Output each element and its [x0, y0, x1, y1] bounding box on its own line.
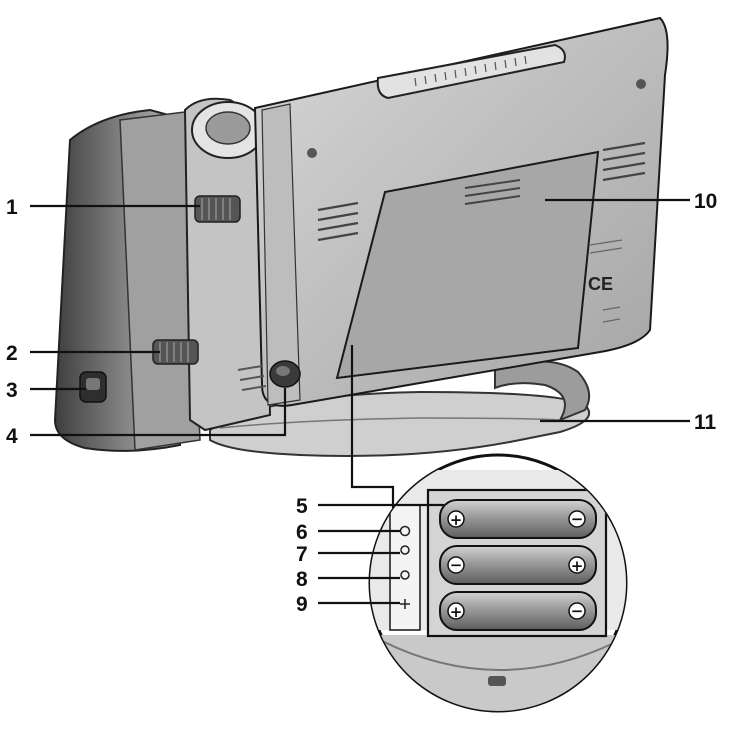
projector-arm — [183, 97, 272, 432]
polarity-sign: + — [571, 557, 584, 575]
vent-slots — [602, 141, 646, 182]
callout-10: 10 — [694, 190, 717, 213]
stand-base — [209, 360, 591, 457]
callout-9: 9 — [296, 593, 308, 616]
callout-8: 8 — [296, 568, 308, 591]
callout-1: 1 — [6, 196, 18, 219]
battery-compartment-detail — [368, 453, 628, 713]
slide-switch — [79, 371, 107, 403]
battery-icon: + − — [439, 499, 597, 539]
leader-lines — [30, 198, 690, 605]
vent-slots — [317, 201, 359, 242]
callout-4: 4 — [6, 425, 18, 448]
battery-icon: + − — [439, 591, 597, 631]
battery-icon: − + — [439, 545, 597, 585]
polarity-sign: − — [450, 556, 463, 574]
dial-knob-icon — [194, 195, 241, 223]
side-panel — [53, 108, 201, 452]
polarity-sign: + — [450, 511, 463, 529]
callout-2: 2 — [6, 342, 18, 365]
callout-7: 7 — [296, 543, 308, 566]
callout-3: 3 — [6, 379, 18, 402]
callout-11: 11 — [694, 411, 717, 434]
polarity-sign: − — [571, 510, 584, 528]
round-button-icon — [269, 360, 301, 388]
callout-6: 6 — [296, 521, 308, 544]
polarity-sign: + — [450, 603, 463, 621]
top-grip — [376, 43, 566, 100]
callout-5: 5 — [296, 495, 308, 518]
polarity-sign: − — [571, 602, 584, 620]
ce-mark: CE — [588, 274, 613, 294]
battery-door — [335, 150, 600, 380]
dial-knob-icon — [152, 339, 199, 365]
vent-slots — [237, 365, 267, 391]
polarity-label-strip — [389, 504, 421, 631]
